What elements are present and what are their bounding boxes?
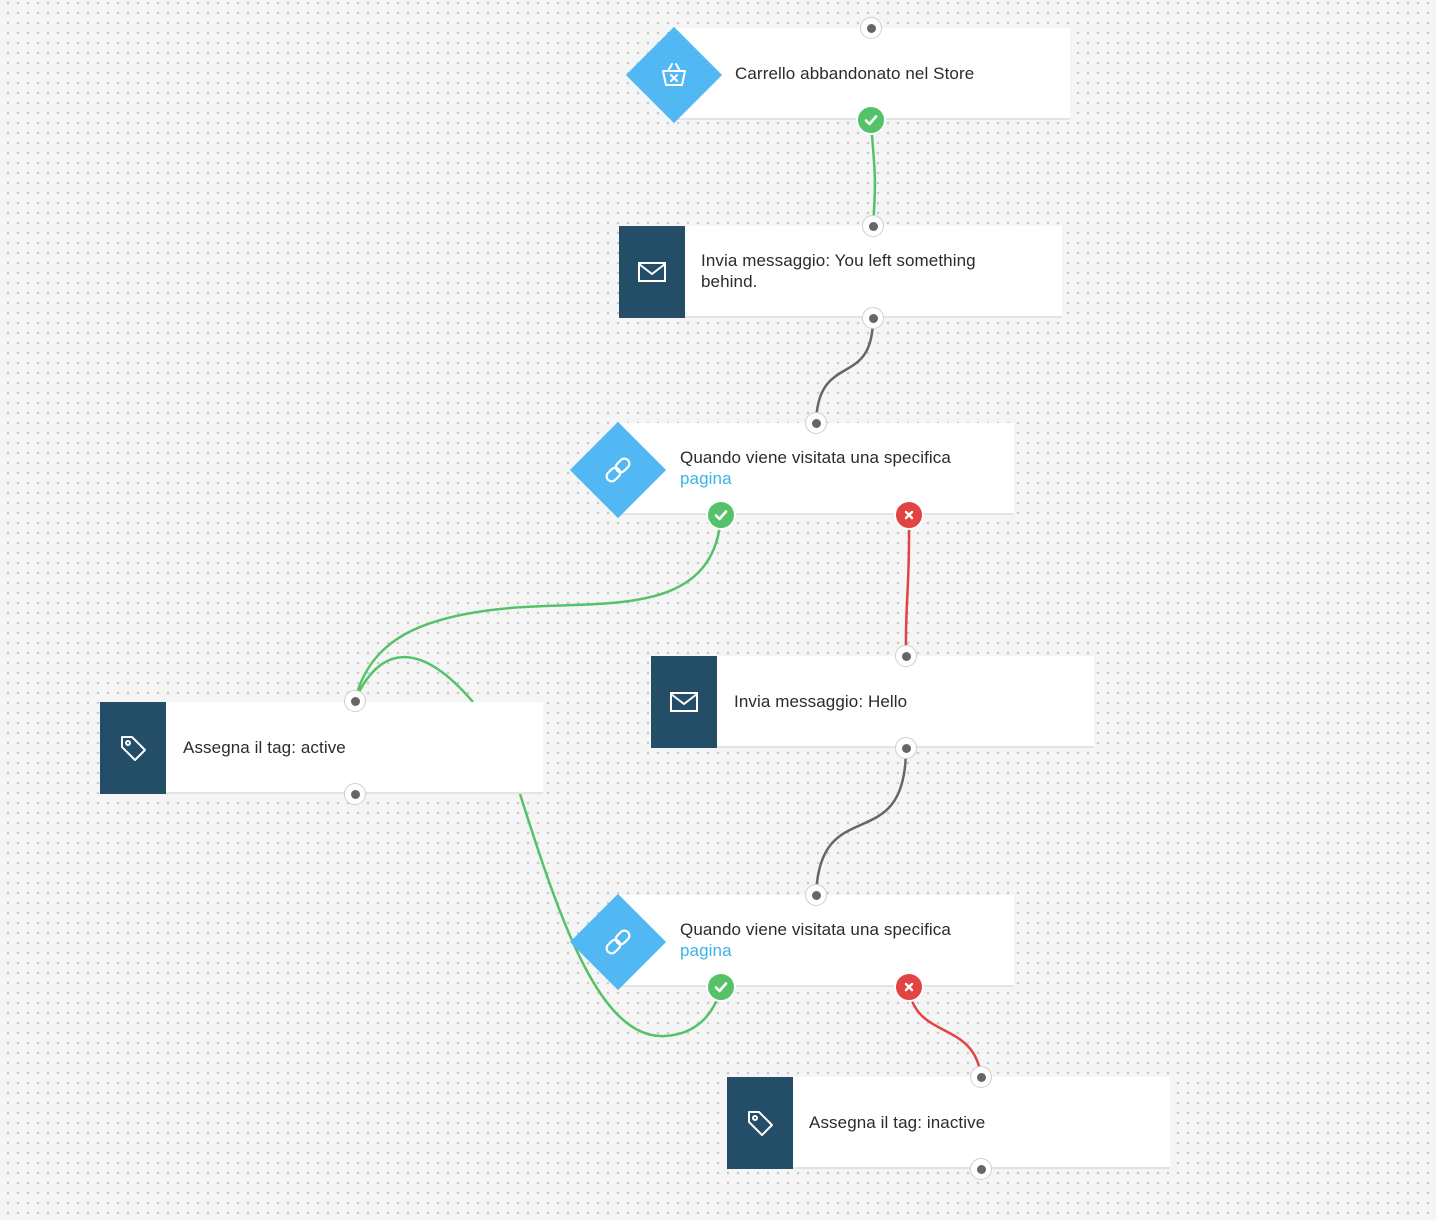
input-port[interactable] (860, 17, 882, 39)
node-label: Quando viene visitata una specifica pagi… (680, 919, 951, 961)
tag-icon (748, 1111, 773, 1136)
yes-output-port[interactable] (706, 972, 736, 1002)
input-port[interactable] (805, 884, 827, 906)
envelope-icon (638, 262, 666, 282)
link-icon (605, 457, 631, 483)
message-action-tile[interactable] (651, 656, 717, 748)
input-port[interactable] (970, 1066, 992, 1088)
no-output-port[interactable] (894, 500, 924, 530)
node-label: Quando viene visitata una specifica pagi… (680, 447, 951, 489)
connector-cart-to-message1 (869, 119, 877, 227)
node-trigger-cart[interactable]: Carrello abbandonato nel Store (674, 28, 1070, 120)
basket-icon (662, 63, 686, 86)
node-send-message-2[interactable]: Invia messaggio: Hello (717, 656, 1094, 748)
link-icon (605, 929, 631, 955)
connector-tag-active-to-condition2 (518, 793, 723, 1038)
node-assign-tag-inactive[interactable]: Assegna il tag: inactive (793, 1077, 1170, 1169)
node-condition-page-1[interactable]: Quando viene visitata una specifica pagi… (619, 423, 1014, 515)
connector-condition1-yes-to-tag-active (353, 514, 723, 701)
close-icon (904, 982, 914, 992)
tag-action-tile[interactable] (727, 1077, 793, 1169)
check-icon (714, 982, 728, 993)
node-assign-tag-active[interactable]: Assegna il tag: active (166, 702, 543, 794)
check-icon (714, 510, 728, 521)
node-label: Assegna il tag: active (183, 737, 346, 757)
node-label: Invia messaggio: Hello (734, 691, 908, 711)
input-port[interactable] (805, 412, 827, 434)
node-condition-page-2[interactable]: Quando viene visitata una specifica pagi… (619, 895, 1014, 987)
output-port[interactable] (970, 1158, 992, 1180)
output-port[interactable] (895, 737, 917, 759)
output-port[interactable] (344, 783, 366, 805)
node-label: Invia messaggio: You left something behi… (701, 251, 976, 291)
envelope-icon (670, 692, 698, 712)
connector-condition2-no-to-tag-inactive (907, 987, 983, 1078)
condition-page-link[interactable]: pagina (680, 469, 732, 488)
yes-output-port[interactable] (856, 105, 886, 135)
tag-icon (121, 736, 146, 761)
node-label: Assegna il tag: inactive (809, 1112, 986, 1132)
input-port[interactable] (862, 215, 884, 237)
connector-tag-active-loop (353, 655, 474, 703)
yes-output-port[interactable] (706, 500, 736, 530)
tag-action-tile[interactable] (100, 702, 166, 794)
input-port[interactable] (344, 690, 366, 712)
input-port[interactable] (895, 645, 917, 667)
node-label: Carrello abbandonato nel Store (735, 63, 975, 83)
connector-condition1-no-to-message2 (904, 514, 911, 657)
condition-text: Quando viene visitata una specifica (680, 448, 951, 467)
condition-page-link[interactable]: pagina (680, 941, 732, 960)
message-action-tile[interactable] (619, 226, 685, 318)
output-port[interactable] (862, 307, 884, 329)
connector-message2-to-condition2 (814, 747, 908, 896)
connector-message1-to-condition1 (814, 317, 875, 424)
no-output-port[interactable] (894, 972, 924, 1002)
check-icon (864, 115, 878, 126)
close-icon (904, 510, 914, 520)
node-send-message-1[interactable]: Invia messaggio: You left something behi… (685, 226, 1062, 318)
condition-text: Quando viene visitata una specifica (680, 920, 951, 939)
